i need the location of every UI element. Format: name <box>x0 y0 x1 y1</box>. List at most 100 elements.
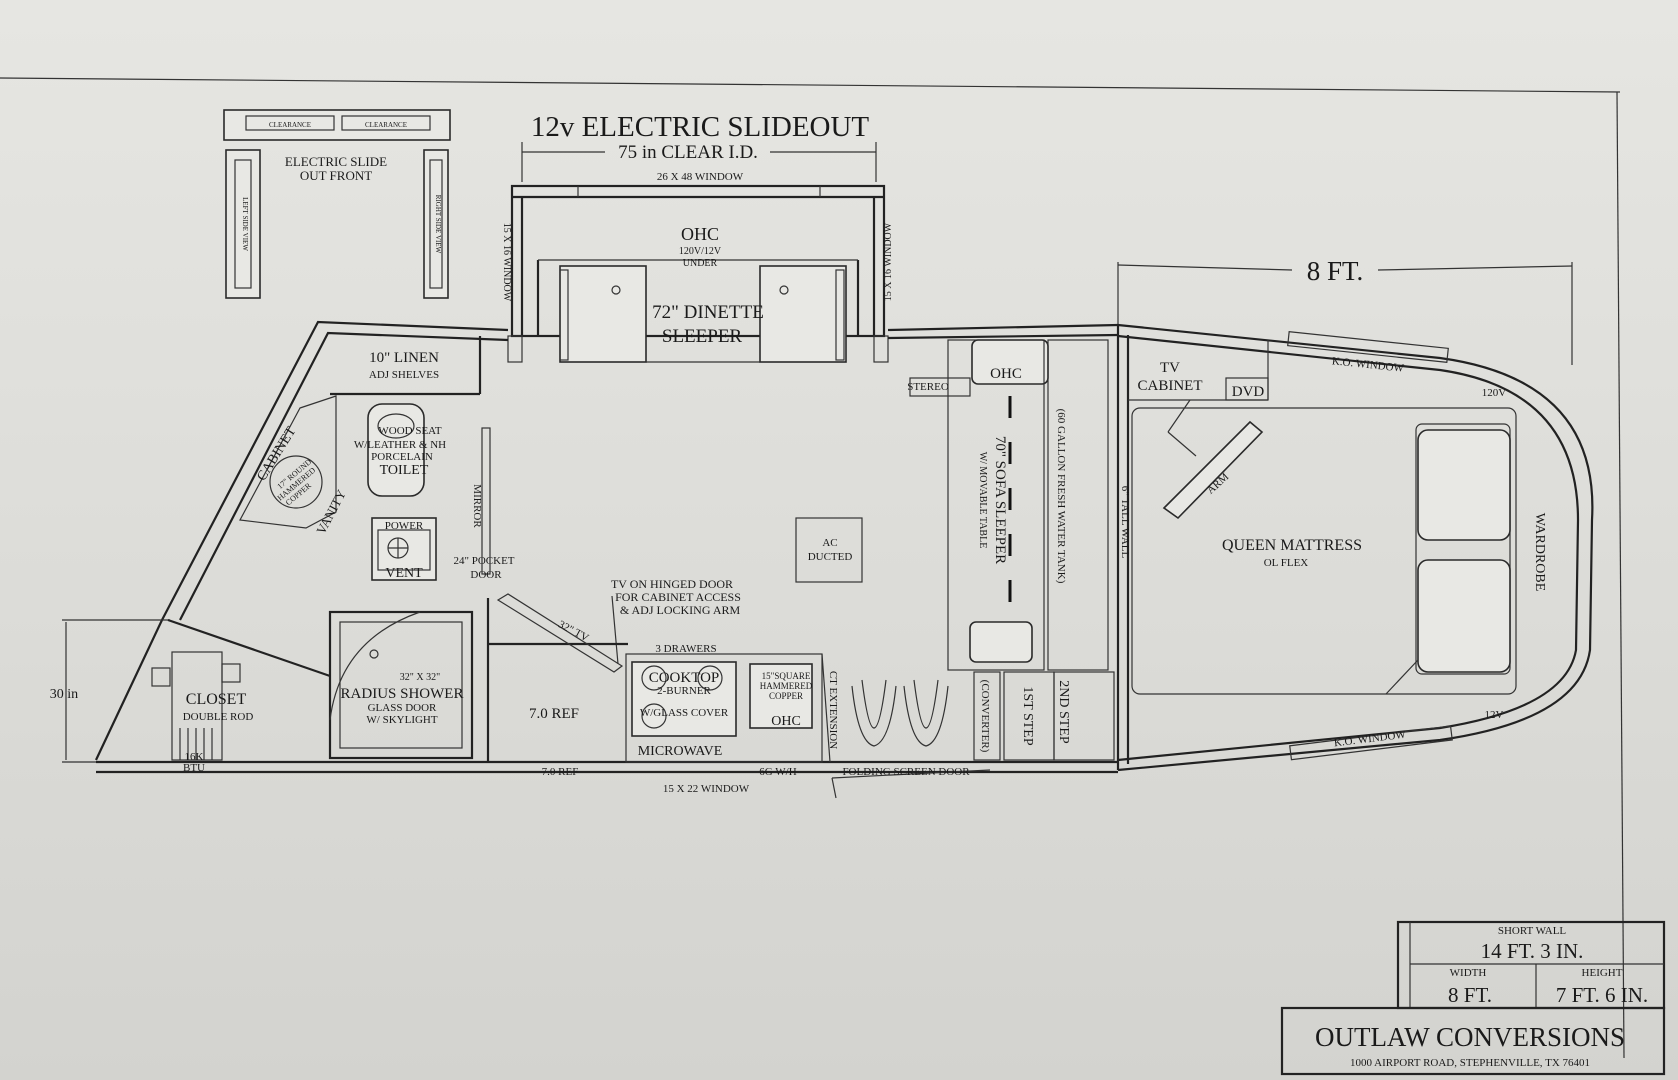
hinged-tv-door <box>496 593 624 673</box>
water-heater-label: 6G W/H <box>759 766 796 778</box>
dinette-label-line1: 72" DINETTE <box>652 302 764 323</box>
shower-radius-door <box>329 611 421 721</box>
trailer-walls <box>95 320 1594 774</box>
vanity-cabinet <box>239 395 337 529</box>
converter-box <box>973 671 1001 761</box>
shower-label-line2: GLASS DOOR <box>368 702 437 714</box>
pocket-door-label1: 24" POCKET <box>453 555 514 567</box>
toilet-label-line4: TOILET <box>380 463 429 478</box>
short-wall-value: 14 FT. 3 IN. <box>1481 939 1584 963</box>
slideout-ohc-sub1: 120V/12V <box>679 246 722 257</box>
sheet-border-top <box>0 77 1621 93</box>
mirror-panel <box>481 427 491 575</box>
power-vent-label1: POWER <box>385 520 424 532</box>
burner-1-icon <box>641 665 667 691</box>
sofa-sleeper <box>947 339 1045 671</box>
width-dim-line-left <box>1117 264 1293 271</box>
toilet-seat <box>377 413 415 439</box>
dvd-box <box>1225 377 1269 401</box>
ct-extension-label: CT EXTENSION <box>827 671 839 749</box>
vanity-sink <box>269 455 323 509</box>
dinette-cupholder-left <box>611 285 621 295</box>
width-value: 8 FT. <box>1448 983 1492 1007</box>
kitchen-area: AC DUCTED TV ON HINGED DOOR FOR CABINET … <box>486 517 991 799</box>
sheet-border-right <box>1616 91 1625 1059</box>
slide-detail-top-text-left: CLEARANCE <box>269 121 311 129</box>
sofa-area: STEREO OHC 70" SOFA SLEEPER W/ MOVABLE T… <box>907 339 1131 761</box>
slide-detail-left-slot <box>234 159 252 289</box>
tall-wall-label: 6" TALL WALL <box>1119 486 1131 559</box>
slide-detail-side-text-left: LEFT SIDE VIEW <box>241 197 249 251</box>
slide-detail-top-slot-left <box>245 115 335 131</box>
toilet-label-line1: WOOD SEAT <box>378 425 442 437</box>
recliner-left <box>851 685 897 747</box>
kitchen-counter <box>625 653 823 763</box>
front-wall-left <box>95 320 509 761</box>
toilet <box>367 403 425 497</box>
roadside-wall <box>887 323 1119 332</box>
cooktop-label-line3: W/GLASS COVER <box>640 707 729 719</box>
slideout-outer-wall <box>510 184 886 338</box>
top-window-label: 26 X 48 WINDOW <box>657 171 744 183</box>
tv-screen <box>1162 420 1264 520</box>
slideout-ohc-sub2: UNDER <box>683 258 718 269</box>
closet-label-line1: CLOSET <box>186 691 247 708</box>
closet: CLOSET DOUBLE ROD 16K BTU <box>151 651 254 774</box>
company-address: 1000 AIRPORT ROAD, STEPHENVILLE, TX 7640… <box>1350 1057 1590 1069</box>
tv-cabinet-label-line2: CABINET <box>1138 378 1203 394</box>
slide-detail-top-slot-right <box>341 115 431 131</box>
slide-detail-side-text-right: RIGHT SIDE VIEW <box>434 195 442 254</box>
mattress-headboard <box>1415 423 1511 675</box>
queen-mattress <box>1131 407 1517 695</box>
ac-label-line2: DUCTED <box>808 551 853 563</box>
shower-label-line1: RADIUS SHOWER <box>341 686 464 702</box>
shower-label-line3: W/ SKYLIGHT <box>366 714 437 726</box>
slide-detail: CLEARANCE CLEARANCE LEFT SIDE VIEW RIGHT… <box>223 109 451 299</box>
sink-label-line2: HAMMERED <box>760 681 813 691</box>
cooktop <box>631 661 737 737</box>
closet-label-line2: DOUBLE ROD <box>183 711 254 723</box>
btu-label-line2: BTU <box>183 762 205 774</box>
closet-hook-right <box>221 663 241 683</box>
slide-detail-label-line1: ELECTRIC SLIDE <box>285 154 387 169</box>
step-2-label: 2ND STEP <box>1056 680 1071 744</box>
slideout-title: 12v ELECTRIC SLIDEOUT <box>531 111 870 143</box>
gooseneck-wall-inner <box>1117 334 1580 762</box>
roadside-wall-inner <box>887 333 1119 340</box>
dinette-seat-right-back <box>835 269 845 361</box>
drawers-label: 3 DRAWERS <box>655 643 716 655</box>
tv-cabinet-label-line1: TV <box>1160 360 1180 376</box>
screen-door-label: FOLDING SCREEN DOOR <box>842 766 970 778</box>
bath-area: 10" LINEN ADJ SHELVES CABINET 17" ROUND … <box>167 336 515 760</box>
slide-detail-right-post <box>423 149 449 299</box>
company-box <box>1280 1006 1666 1076</box>
ac-ducted <box>795 517 863 583</box>
burner-3-icon <box>641 703 667 729</box>
company-name: OUTLAW CONVERSIONS <box>1315 1022 1625 1052</box>
burner-2-icon <box>697 665 723 691</box>
closet-rack <box>171 651 223 761</box>
bedroom: TV CABINET DVD K.O. WINDOW K.O. WINDOW 1… <box>1128 331 1547 761</box>
cooktop-label-line2: 2-BURNER <box>657 685 711 697</box>
sofa-label-line2: W/ MOVABLE TABLE <box>977 452 988 549</box>
ref-bottom-label: 7.0 REF <box>542 766 579 778</box>
fresh-water-tank-label: (60 GALLON FRESH WATER TANK) <box>1055 409 1067 584</box>
mattress-label-line1: QUEEN MATTRESS <box>1222 537 1362 554</box>
power-vent-label2: VENT <box>385 566 423 581</box>
slideout-ohc: OHC <box>681 224 719 244</box>
sofa-ohc-label: OHC <box>990 366 1022 382</box>
screen-door-swing <box>831 769 991 779</box>
sink-label-line1: 15"SQUARE <box>762 671 811 681</box>
slide-detail-right-slot <box>429 159 443 289</box>
screen-door-leaf <box>831 777 837 799</box>
outlet-120v-label: 120V <box>1482 387 1507 399</box>
sink-ohc-label: OHC <box>771 714 801 729</box>
sofa-seat-cushion <box>969 621 1033 663</box>
width-label: WIDTH <box>1450 967 1487 979</box>
dinette-label-line2: SLEEPER <box>662 326 743 347</box>
dinette-cupholder-right <box>779 285 789 295</box>
tv-note-line3: & ADJ LOCKING ARM <box>620 603 741 617</box>
shower-size-label: 32" X 32" <box>400 672 440 683</box>
slide-post-right <box>873 335 889 363</box>
